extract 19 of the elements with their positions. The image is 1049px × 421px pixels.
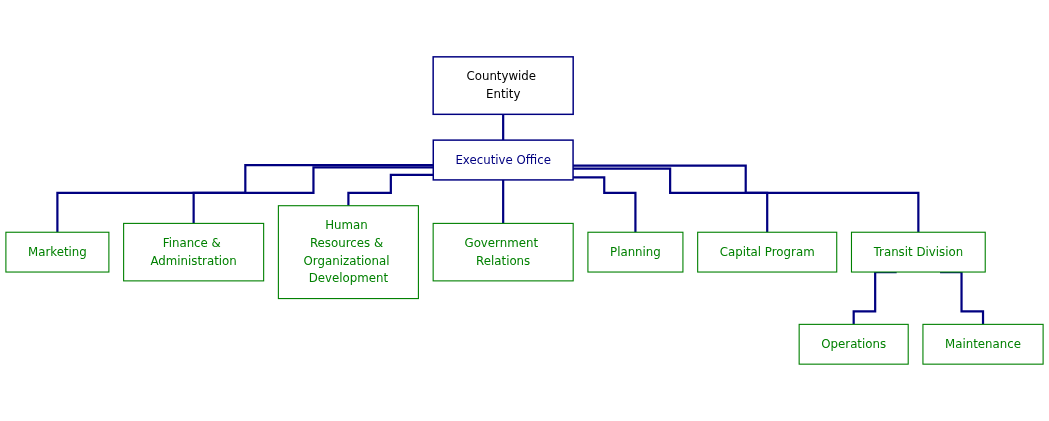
connector [56,164,434,234]
node-box: Government Relations [432,222,574,282]
connector [192,166,434,225]
node-box: Marketing [5,231,110,273]
node-box: Countywide Entity [432,56,574,116]
connector [347,173,434,207]
connector [502,178,505,225]
node-box: Capital Program [697,231,838,273]
connector [573,176,637,234]
connector [573,167,769,234]
connector [573,164,920,234]
connector [502,113,505,142]
node-box: Executive Office [432,139,574,181]
node-box: Finance & Administration [123,222,265,282]
node-box: Maintenance [922,323,1044,365]
node-box: Transit Division [850,231,986,273]
node-box: Operations [798,323,909,365]
node-box: Human Resources & Organizational Development [277,205,419,300]
node-box: Planning [587,231,684,273]
